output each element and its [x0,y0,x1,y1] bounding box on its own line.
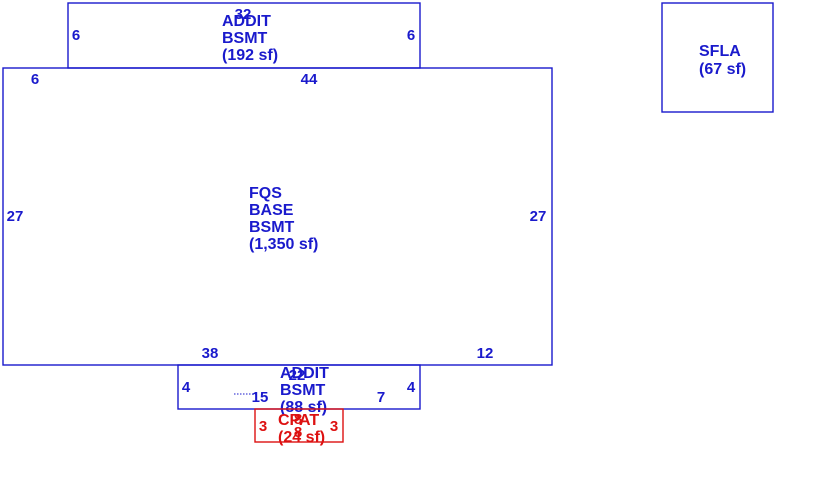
top-addition-dim-left: 6 [72,27,80,44]
base-area: (1,350 sf) [249,236,318,253]
porch-label: CPAT [278,412,319,429]
bottom-addition-dim-inner-left: 15 [252,389,269,406]
room-porch: 8 3 3 8 CPAT (24 sf) [254,408,344,446]
base-dim-bottom-right: 12 [477,345,494,362]
bottom-addition-dim-inner-right: 7 [377,389,385,406]
bottom-addition-label-line1: ADDIT [280,365,329,382]
room-base: 6 44 27 27 38 12 FQS BASE BSMT (1,350 sf… [2,67,553,366]
porch-outline [254,408,344,443]
bottom-addition-dim-top: 22 [289,367,306,384]
top-addition-label-line2: BSMT [222,30,268,47]
base-dim-right: 27 [530,208,547,225]
top-addition-dim-right: 6 [407,27,415,44]
base-dim-left: 27 [7,208,24,225]
bottom-addition-dim-right: 4 [407,379,416,396]
base-label-line3: BSMT [249,219,295,236]
base-dim-top-left: 6 [31,71,39,88]
room-bottom-addition: 22 4 4 15 7 ADDIT BSMT (88 sf) [177,364,421,416]
porch-dim-top: 8 [294,411,302,428]
base-dim-bottom-left: 38 [202,345,219,362]
base-label-line1: FQS [249,185,282,202]
bottom-addition-label-line2: BSMT [280,382,326,399]
sfla-area: (67 sf) [699,61,746,78]
top-addition-dim-top: 32 [235,6,252,23]
porch-dim-bottom: 8 [294,424,302,441]
porch-dim-right: 3 [330,418,338,435]
sfla-outline [661,2,774,113]
top-addition-label-line1: ADDIT [222,13,271,30]
porch-area: (24 sf) [278,429,325,446]
bottom-addition-area: (88 sf) [280,399,327,416]
base-dim-top: 44 [301,71,318,88]
bottom-addition-dim-left: 4 [182,379,191,396]
room-top-addition: 32 6 6 ADDIT BSMT (192 sf) [67,2,421,69]
porch-dim-left: 3 [259,418,267,435]
room-sfla: SFLA (67 sf) [661,2,774,113]
sfla-label: SFLA [699,43,741,60]
top-addition-area: (192 sf) [222,47,278,64]
base-label-line2: BASE [249,202,294,219]
